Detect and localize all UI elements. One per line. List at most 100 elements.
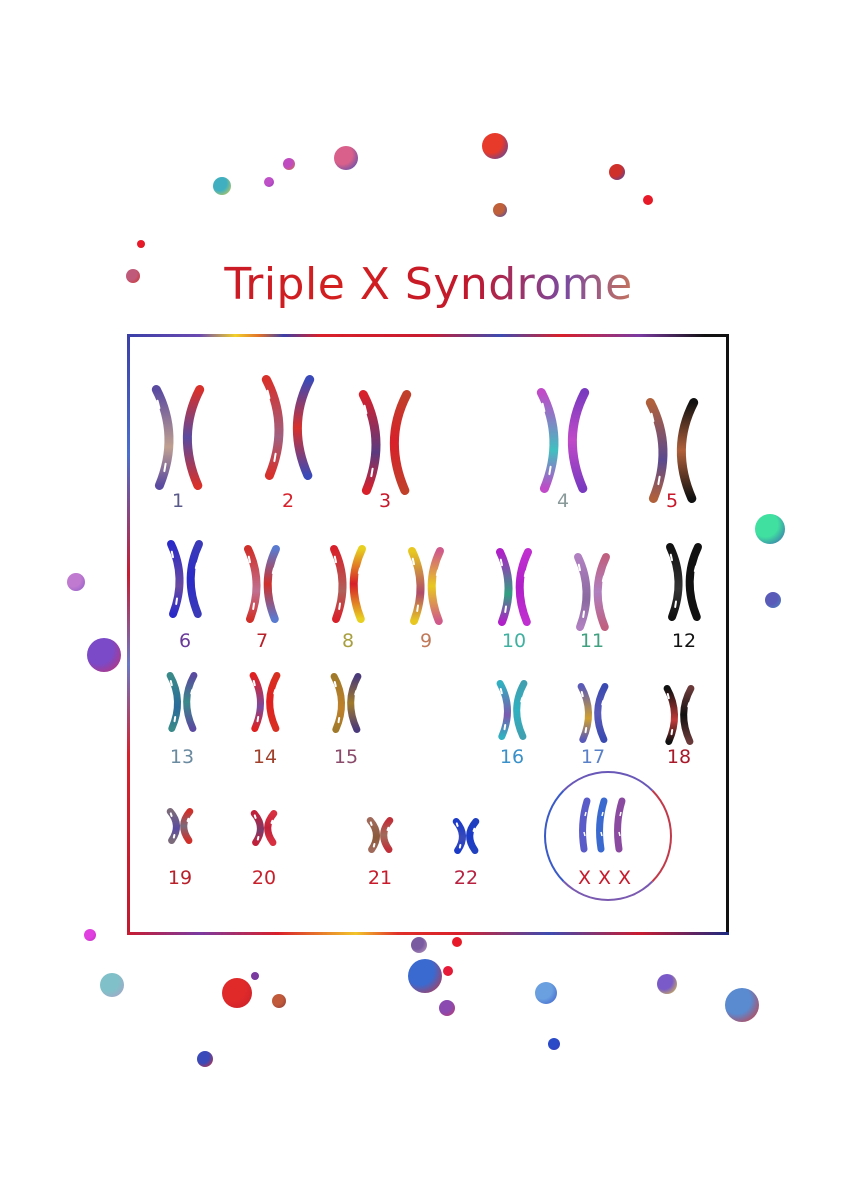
chromosome-18 xyxy=(662,685,696,749)
decorative-dot xyxy=(452,937,462,947)
decorative-dot xyxy=(272,994,286,1008)
chromosome-shape-icon xyxy=(645,398,699,503)
decorative-dot xyxy=(87,638,121,672)
decorative-dot xyxy=(439,1000,455,1016)
chromosome-13 xyxy=(165,672,199,736)
chromosome-shape-icon xyxy=(261,375,315,480)
frame-border-bottom xyxy=(127,932,729,935)
chromosome-label-5: 5 xyxy=(665,490,679,512)
chromosome-22 xyxy=(452,818,480,858)
chromosome-label-16: 16 xyxy=(499,746,525,768)
chromosome-label-12: 12 xyxy=(671,630,697,652)
chromosome-shape-icon xyxy=(366,817,394,853)
chromosome-shape-icon xyxy=(250,810,278,846)
decorative-dot xyxy=(411,937,427,953)
chromosome-label-17: 17 xyxy=(580,746,606,768)
x-chromosome-1 xyxy=(578,797,592,856)
sex-chromosome-circle xyxy=(544,771,672,901)
chromosome-shape-icon xyxy=(167,540,203,618)
chromosome-8 xyxy=(328,545,368,627)
decorative-dot xyxy=(725,988,759,1022)
frame-border-left xyxy=(127,334,130,935)
chromosome-label-15: 15 xyxy=(333,746,359,768)
x-chromosome-3 xyxy=(613,797,627,856)
chromosome-label-1: 1 xyxy=(171,490,185,512)
chromosome-shape-icon xyxy=(166,672,198,732)
chromosome-label-10: 10 xyxy=(501,630,527,652)
chromosome-shape-icon xyxy=(496,548,532,626)
decorative-dot xyxy=(548,1038,560,1050)
chromosome-14 xyxy=(248,672,282,736)
chromosome-shape-icon xyxy=(249,672,281,732)
x-chromosome-shape-icon xyxy=(614,797,626,853)
chromosome-shape-icon xyxy=(151,385,205,490)
chromosome-11 xyxy=(572,553,612,635)
decorative-dot xyxy=(334,146,358,170)
chromosome-shape-icon xyxy=(244,545,280,623)
chromosome-label-21: 21 xyxy=(367,867,393,889)
chromosome-shape-icon xyxy=(666,543,702,621)
decorative-dot xyxy=(84,929,96,941)
chromosome-19 xyxy=(166,808,194,848)
chromosome-shape-icon xyxy=(663,685,695,745)
chromosome-1 xyxy=(147,385,209,494)
chromosome-4 xyxy=(532,388,594,497)
chromosome-label-7: 7 xyxy=(255,630,269,652)
chromosome-label-13: 13 xyxy=(169,746,195,768)
decorative-dot xyxy=(137,240,145,248)
chromosome-shape-icon xyxy=(496,680,528,740)
chromosome-10 xyxy=(494,548,534,630)
chromosome-label-4: 4 xyxy=(556,490,570,512)
decorative-dot xyxy=(67,573,85,591)
chromosome-shape-icon xyxy=(166,808,194,844)
decorative-dot xyxy=(213,177,231,195)
chromosome-12 xyxy=(664,543,704,625)
chromosome-label-11: 11 xyxy=(579,630,605,652)
chromosome-label-22: 22 xyxy=(453,867,479,889)
karyotype-frame xyxy=(127,334,729,935)
chromosome-shape-icon xyxy=(574,553,610,631)
chromosome-label-6: 6 xyxy=(178,630,192,652)
decorative-dot xyxy=(264,177,274,187)
chromosome-label-18: 18 xyxy=(666,746,692,768)
decorative-dot xyxy=(222,978,252,1008)
x-chromosome-shape-icon xyxy=(579,797,591,853)
chromosome-label-20: 20 xyxy=(251,867,277,889)
decorative-dot xyxy=(100,973,124,997)
chromosome-5 xyxy=(641,398,703,507)
chromosome-shape-icon xyxy=(577,683,609,743)
decorative-dot xyxy=(643,195,653,205)
frame-border-right xyxy=(726,334,729,935)
decorative-dot xyxy=(493,203,507,217)
x-chromosome-2 xyxy=(595,797,609,856)
chromosome-shape-icon xyxy=(452,818,480,854)
decorative-dot xyxy=(197,1051,213,1067)
decorative-dot xyxy=(408,959,442,993)
chromosome-21 xyxy=(366,817,394,857)
chromosome-3 xyxy=(354,390,416,499)
poster-title: Triple X Syndrome xyxy=(0,255,857,315)
chromosome-7 xyxy=(242,545,282,627)
chromosome-9 xyxy=(406,547,446,629)
decorative-dot xyxy=(609,164,625,180)
frame-border-top xyxy=(127,334,729,337)
x-chromosome-shape-icon xyxy=(596,797,608,853)
chromosome-shape-icon xyxy=(358,390,412,495)
decorative-dot xyxy=(755,514,785,544)
sex-chromosome-label: XXX xyxy=(577,867,639,889)
decorative-dot xyxy=(251,972,259,980)
chromosome-shape-icon xyxy=(330,673,362,733)
chromosome-2 xyxy=(257,375,319,484)
decorative-dot xyxy=(765,592,781,608)
chromosome-label-14: 14 xyxy=(252,746,278,768)
chromosome-label-8: 8 xyxy=(341,630,355,652)
chromosome-label-2: 2 xyxy=(281,490,295,512)
chromosome-6 xyxy=(165,540,205,622)
chromosome-20 xyxy=(250,810,278,850)
chromosome-shape-icon xyxy=(330,545,366,623)
decorative-dot xyxy=(443,966,453,976)
decorative-dot xyxy=(657,974,677,994)
decorative-dot xyxy=(126,269,140,283)
decorative-dot xyxy=(535,982,557,1004)
chromosome-label-9: 9 xyxy=(419,630,433,652)
